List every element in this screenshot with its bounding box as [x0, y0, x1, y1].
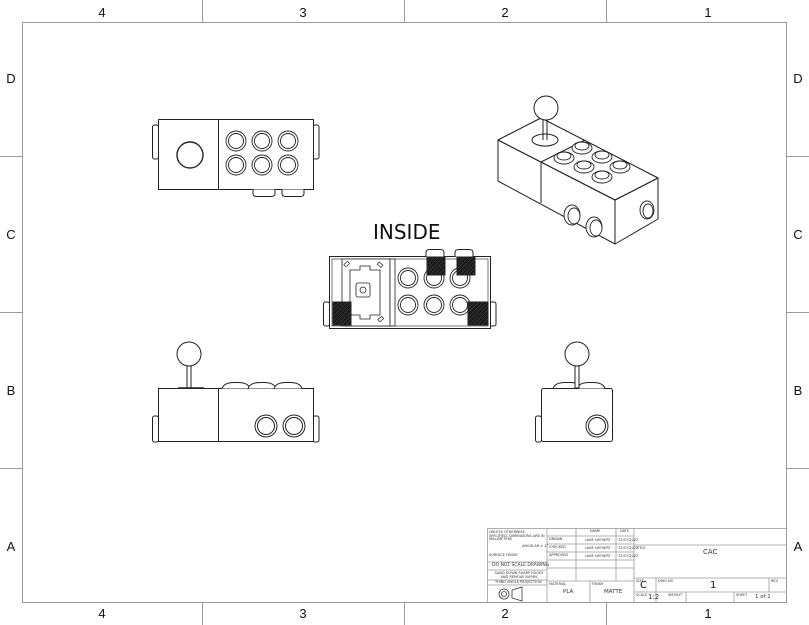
zone-col-bottom-3: 3 — [299, 606, 307, 621]
dwg-no-label: DWG NO — [658, 579, 674, 583]
size-value: C — [640, 580, 647, 591]
drawn-name: LIAM SHEHERT — [585, 538, 611, 542]
zone-col-top-4: 4 — [98, 5, 106, 20]
inside-section-view — [323, 249, 497, 329]
approved-date: 12/07/2022 — [618, 554, 639, 558]
checked-date: 12/07/2022 — [618, 546, 639, 550]
rev-label: REV — [771, 579, 779, 583]
dwg-no-value: 1 — [710, 580, 717, 591]
connector-hatch — [467, 301, 489, 326]
top-view — [152, 119, 320, 197]
zone-col-bottom-2: 2 — [501, 606, 509, 621]
tolerance-note: UNLESS OTHERWISE SPECIFIED: DIMENSIONS A… — [489, 530, 545, 541]
approved-label: APPROVED — [549, 553, 569, 557]
checked-label: CHECKED — [549, 545, 566, 549]
sheet-value: 1 of 1 — [755, 594, 771, 600]
right-side-view — [535, 341, 613, 443]
scale-label: SCALE — [636, 593, 648, 597]
angular-tolerance: ANGULAR ± 1° — [522, 544, 549, 548]
zone-row-right-b: B — [793, 383, 803, 398]
zone-row-left-c: C — [6, 227, 16, 242]
zone-row-right-a: A — [793, 539, 803, 554]
zone-row-left-a: A — [6, 539, 16, 554]
size-label: SIZE — [636, 579, 644, 583]
material-value: PLA — [563, 589, 574, 595]
zone-col-bottom-4: 4 — [98, 606, 106, 621]
date-header: DATE — [620, 529, 630, 533]
connector-hatch — [426, 256, 446, 276]
weight-label: WEIGHT — [668, 593, 683, 597]
scale-value: 1:2 — [648, 593, 660, 601]
checked-name: LIAM SHEHERT — [585, 546, 611, 550]
finish-value: MATTE — [604, 589, 623, 595]
zone-col-top-1: 1 — [704, 5, 712, 20]
approved-name: LIAM SHEHERT — [585, 554, 611, 558]
zone-row-right-d: D — [793, 71, 803, 86]
zone-col-top-2: 2 — [501, 5, 509, 20]
zone-row-right-c: C — [793, 227, 803, 242]
name-header: NAME — [590, 529, 601, 533]
projection-label: THIRD ANGLE PROJECTION — [495, 580, 542, 584]
sheet-label: SHEET — [736, 593, 748, 597]
material-label: MATERIAL — [549, 582, 567, 586]
finish-label: FINISH — [592, 582, 604, 586]
zone-col-bottom-1: 1 — [704, 606, 712, 621]
do-not-scale-note: DO NOT SCALE DRAWING — [492, 563, 550, 568]
connector-hatch — [332, 301, 352, 326]
deburr-note: SAND DOWN SHARP EDGES AND REMOVE BURRS — [494, 571, 544, 579]
connector-hatch — [456, 256, 476, 276]
drawing-title: CAC — [703, 548, 718, 556]
title-label: TITLE — [636, 546, 646, 550]
front-view — [152, 341, 320, 443]
drawn-label: DRAWN — [549, 537, 563, 541]
title-block — [487, 528, 787, 603]
zone-row-left-b: B — [6, 383, 16, 398]
section-label: INSIDE — [373, 220, 441, 244]
isometric-view — [497, 95, 659, 245]
surface-finish-label: SURFACE FINISH — [489, 553, 518, 557]
drawn-date: 12/07/2022 — [618, 538, 639, 542]
zone-row-left-d: D — [6, 71, 16, 86]
zone-col-top-3: 3 — [299, 5, 307, 20]
third-angle-projection-icon — [498, 586, 523, 602]
